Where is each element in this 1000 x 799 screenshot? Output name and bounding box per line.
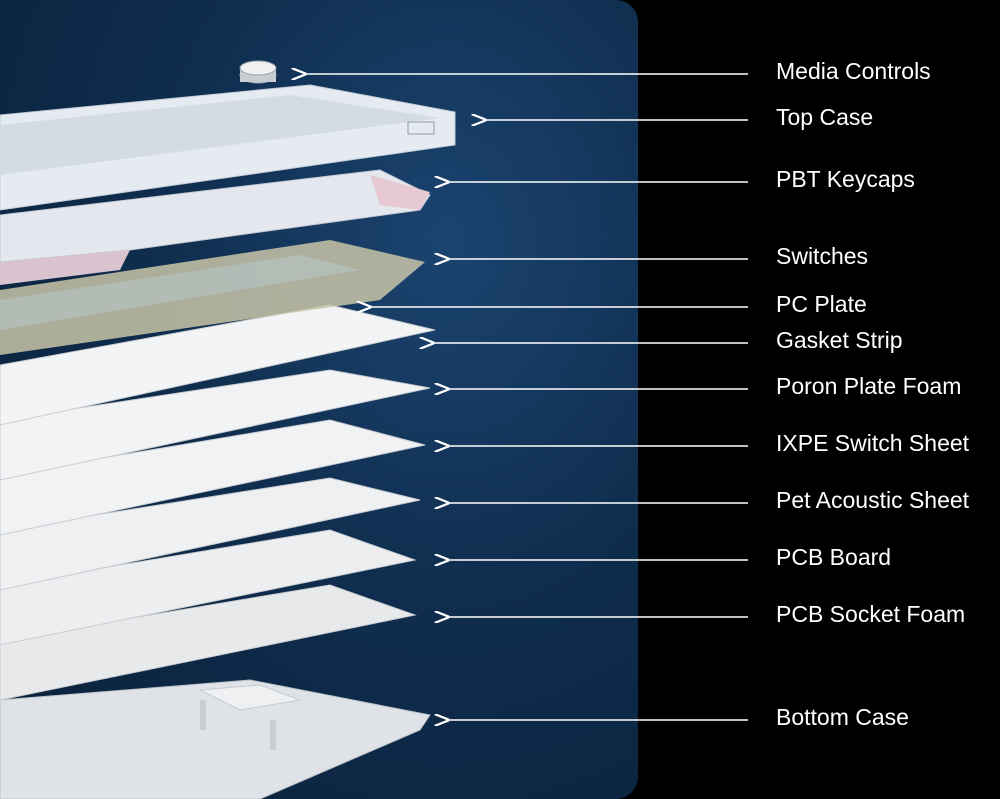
label-pcb-board: PCB Board <box>776 544 892 570</box>
media-control-knob <box>239 60 277 84</box>
pcb-board-layer <box>0 529 417 646</box>
label-bottom-case: Bottom Case <box>776 704 909 730</box>
pbt-keycaps-layer <box>0 169 431 285</box>
label-media-controls: Media Controls <box>776 58 931 84</box>
label-pcb-socket-foam: PCB Socket Foam <box>776 601 966 627</box>
ixpe-switch-sheet-layer <box>0 419 426 536</box>
top-case-layer <box>0 84 456 211</box>
label-switches: Switches <box>776 243 869 269</box>
label-poron-plate-foam: Poron Plate Foam <box>776 373 962 399</box>
bottom-case-layer <box>0 679 431 799</box>
pc-plate-layer <box>0 304 436 426</box>
exploded-view-panel <box>0 0 638 799</box>
label-top-case: Top Case <box>776 104 874 130</box>
pcb-socket-foam-layer <box>0 584 417 701</box>
label-ixpe-switch-sheet: IXPE Switch Sheet <box>776 430 970 456</box>
poron-plate-foam-layer <box>0 369 431 481</box>
label-pet-acoustic-sheet: Pet Acoustic Sheet <box>776 487 970 513</box>
switches-layer <box>0 240 425 355</box>
pet-acoustic-sheet-layer <box>0 477 421 591</box>
label-pc-plate: PC Plate <box>776 291 867 317</box>
label-pbt-keycaps: PBT Keycaps <box>776 166 915 192</box>
label-gasket-strip: Gasket Strip <box>776 327 903 353</box>
keyboard-exploded-illustration <box>0 60 456 799</box>
